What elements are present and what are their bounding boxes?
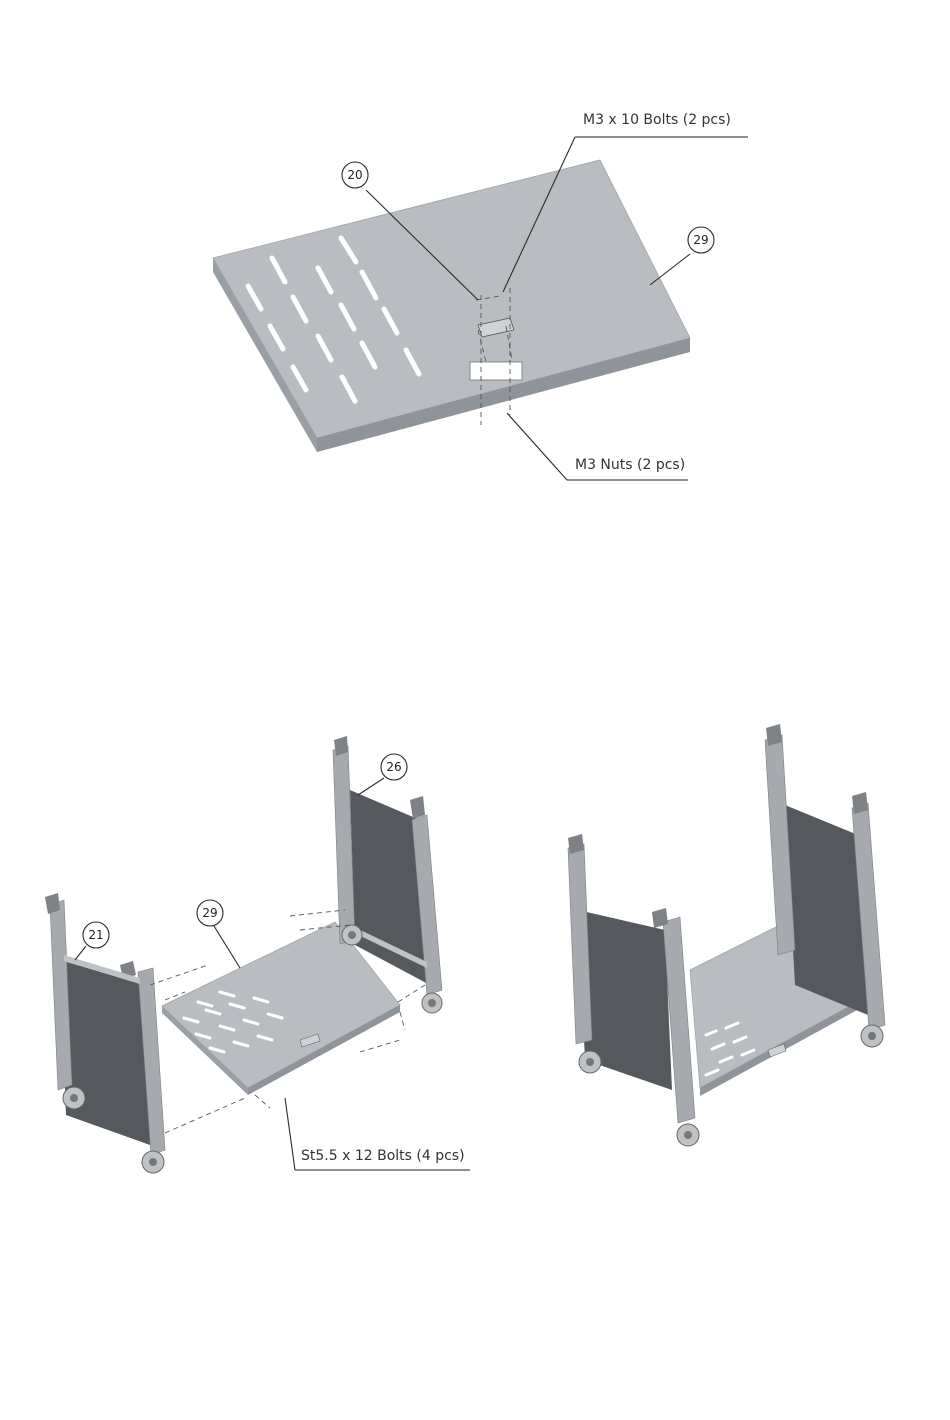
nuts-callout-label: M3 Nuts (2 pcs) [575,457,685,473]
st5-bolts-callout-label: St5.5 x 12 Bolts (4 pcs) [301,1148,465,1164]
part-number-29-top: 29 [693,233,708,247]
part-number-21: 21 [88,928,103,942]
exploded-cart-illustration: 21 29 26 St5.5 x 12 Bolts (4 pcs) [45,736,470,1173]
top-shelf-illustration: M3 x 10 Bolts (2 pcs) M3 Nuts (2 pcs) 20… [213,112,748,480]
shelf-top-face [213,160,690,438]
assembled-cart-illustration [568,724,885,1146]
part-number-29-bottom: 29 [202,906,217,920]
part-number-26: 26 [386,760,401,774]
part-number-20: 20 [347,168,362,182]
bolts-callout-label: M3 x 10 Bolts (2 pcs) [583,112,731,128]
